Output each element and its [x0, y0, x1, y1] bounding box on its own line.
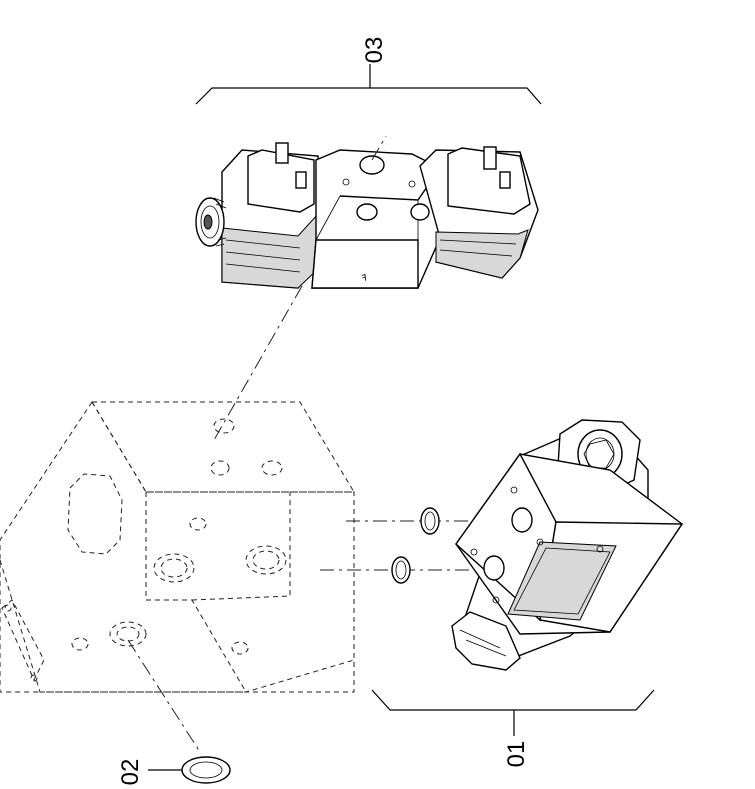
- o-ring-upper: [420, 507, 440, 535]
- callout-02: 02: [117, 759, 184, 786]
- callout-label-02: 02: [117, 759, 144, 786]
- axis-line: [213, 285, 303, 441]
- o-ring-lower: [391, 556, 411, 584]
- o-rings: [320, 507, 512, 584]
- callout-label-01: 01: [503, 741, 530, 768]
- terminal-pin-icon: [275, 142, 289, 164]
- bracket-03: [195, 87, 542, 105]
- axis-line: [127, 639, 201, 753]
- callout-03: 03: [195, 37, 542, 105]
- port-upper: [511, 507, 533, 533]
- callout-01: 01: [371, 689, 655, 768]
- solenoid-valve: ꟻ: [195, 135, 539, 289]
- brand-mark: ꟻ: [359, 272, 368, 283]
- port-lower: [483, 555, 505, 581]
- seal-ring: [181, 756, 231, 784]
- cartridge-solenoid: [451, 419, 684, 671]
- terminal-pin-icon: [483, 146, 497, 170]
- nameplate: [507, 541, 617, 621]
- callout-label-03: 03: [361, 37, 388, 64]
- manifold-block: [0, 401, 355, 693]
- bracket-01: [371, 689, 655, 711]
